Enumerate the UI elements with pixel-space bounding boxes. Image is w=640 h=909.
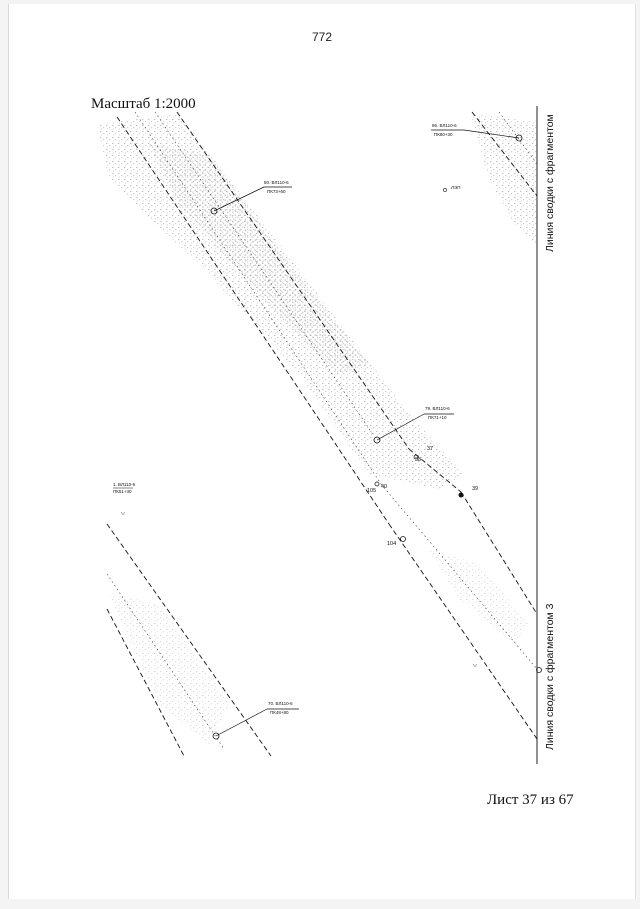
- corridor-line-lower-a: [388, 523, 538, 740]
- point-105: [374, 481, 380, 487]
- route-plan-drawing: 80. ВЛ110-6 ПК73+60 86. ВЛ110-6 ПК80+30 …: [97, 106, 542, 764]
- match-line-label-top: Линия сводки с фрагментом: [544, 114, 556, 252]
- mark-104: 104: [387, 541, 396, 547]
- north-tick-2: [472, 663, 478, 668]
- mark-road-label: ЛЭП: [451, 185, 460, 190]
- vegetation-area-corner: [471, 114, 537, 244]
- point-37: [413, 454, 419, 460]
- point-right-end: [536, 667, 542, 673]
- corner-line-a: [471, 111, 538, 197]
- pole-80-pk: ПК73+60: [267, 189, 286, 194]
- corridor-lower-left-outer-2: [106, 608, 185, 757]
- leader-79: [376, 413, 425, 441]
- pole-86-name: 86. ВЛ110-6: [432, 123, 457, 128]
- pole-79: [373, 436, 381, 444]
- vegetation-area-lower: [109, 594, 229, 744]
- point-39: [458, 492, 464, 498]
- pole-70: [212, 732, 220, 740]
- mark-37: 37: [427, 446, 433, 452]
- pole-70-name: 70. ВЛ110-6: [268, 701, 293, 706]
- mark-105: 105: [367, 488, 376, 494]
- pole-79-pk: ПК71+10: [428, 415, 447, 420]
- match-line-label-bottom: Линия сводки с фрагментом 3: [544, 603, 556, 750]
- mark-road-point: [443, 188, 447, 192]
- pole-79-name: 79. ВЛ110-6: [425, 406, 450, 411]
- corridor-line-outer-left: [116, 116, 390, 525]
- pole-86: [515, 134, 523, 142]
- leader-70: [215, 708, 268, 737]
- vegetation-area-lower-right: [429, 549, 529, 644]
- scale-label: Масштаб 1:2000: [91, 96, 196, 112]
- pole-1-name: 1. ВЛ110-6: [113, 482, 136, 487]
- vegetation-area-dense: [149, 144, 369, 374]
- leader-86: [463, 129, 520, 139]
- pole-86-pk: ПК80+30: [434, 132, 453, 137]
- corridor-lower-left-outer: [106, 523, 272, 757]
- pole-70-pk: ПК48+80: [270, 710, 289, 715]
- page-number: 772: [311, 30, 333, 44]
- pole-80-name: 80. ВЛ110-6: [264, 180, 289, 185]
- corridor-line-outer-right: [176, 111, 410, 450]
- mark-38: 38: [415, 457, 421, 463]
- north-tick-1: [120, 511, 126, 516]
- leader-80: [213, 186, 265, 212]
- mark-40: 40: [381, 484, 387, 490]
- point-104: [400, 536, 406, 542]
- pole-80: [210, 207, 218, 215]
- mark-39: 39: [472, 486, 478, 492]
- sheet-label: Лист 37 из 67: [487, 792, 574, 808]
- pole-1-pk: ПК51+30: [113, 489, 132, 494]
- document-page: 772 Масштаб 1:2000 Лист 37 из 67: [8, 4, 636, 899]
